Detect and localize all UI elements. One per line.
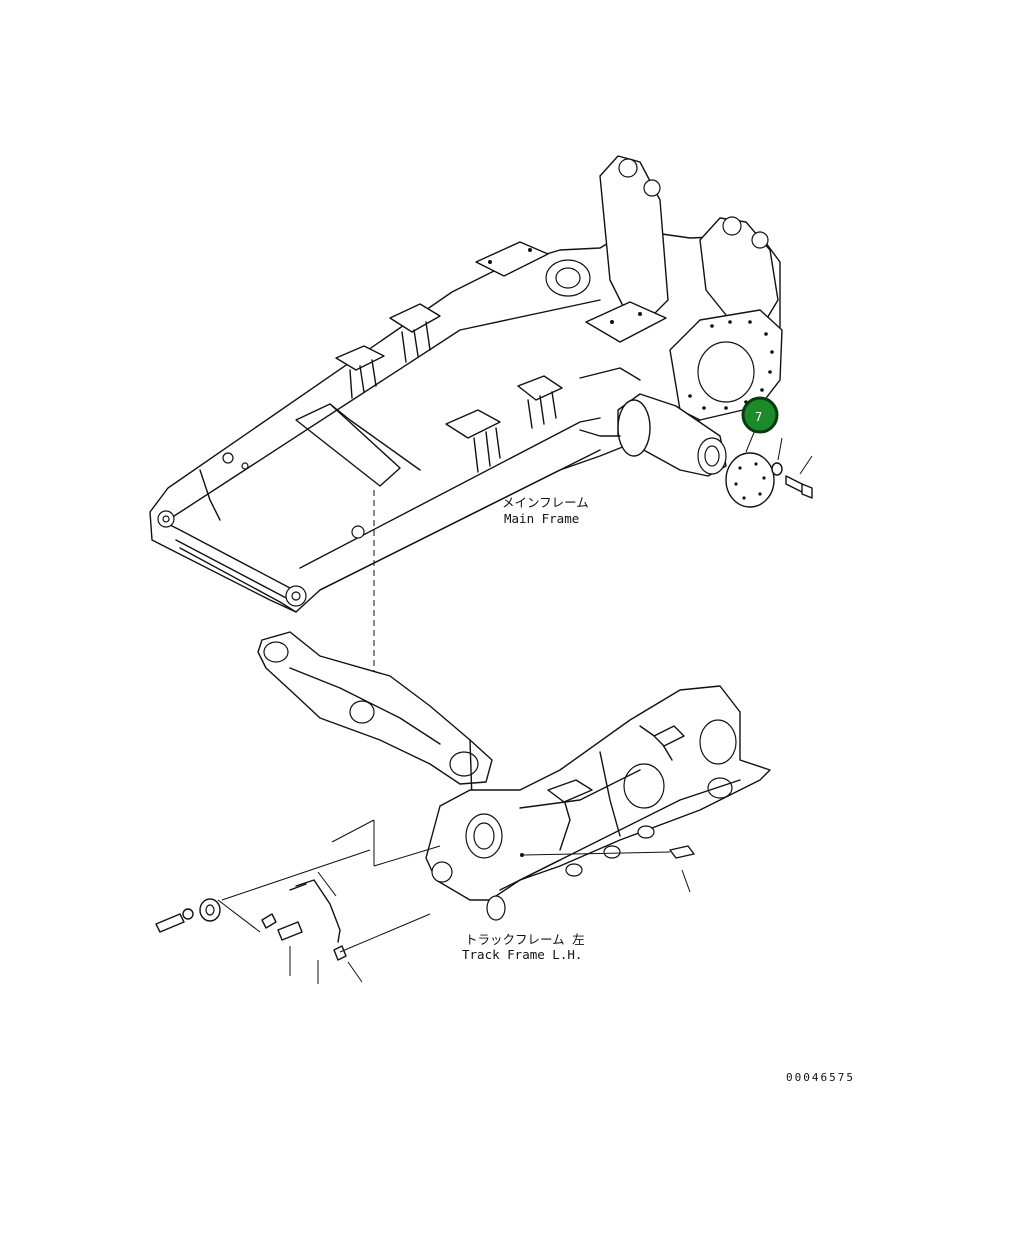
main-frame-drawing xyxy=(149,155,783,613)
equalizer-bar-drawing xyxy=(257,631,493,801)
bolt-ring xyxy=(688,320,774,410)
main-frame-label-en: Main Frame xyxy=(504,511,579,526)
main-frame-label-jp: メインフレーム xyxy=(502,495,589,510)
grease-fitting-part xyxy=(523,845,695,893)
cover-plate-part xyxy=(725,429,775,508)
fastener-group xyxy=(155,819,441,984)
callout-7-badge[interactable] xyxy=(741,396,779,434)
callout-7[interactable]: 7 xyxy=(741,396,779,434)
track-frame-drawing xyxy=(425,685,771,921)
track-frame-label-en: Track Frame L.H. xyxy=(462,947,582,962)
bolt-part xyxy=(785,455,813,499)
drawing-number: 00046575 xyxy=(786,1071,855,1084)
washer-part xyxy=(771,437,783,476)
callout-7-number: 7 xyxy=(755,410,762,424)
track-frame-label-jp: トラックフレーム 左 xyxy=(465,932,585,947)
